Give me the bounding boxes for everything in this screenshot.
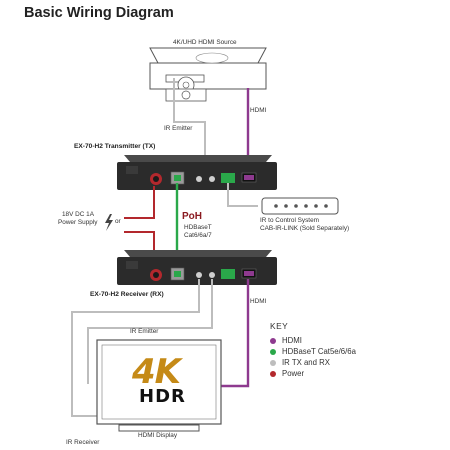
display-label: HDMI Display <box>138 432 178 439</box>
hdmi-key-dot <box>270 337 276 344</box>
key-title: KEY <box>270 321 289 331</box>
ir-emitter-label-top: IR Emitter <box>164 125 193 132</box>
diagram-title: Basic Wiring Diagram <box>24 5 174 21</box>
transmitter-device <box>117 155 277 190</box>
hdmi-label-bottom: HDMI <box>250 298 267 305</box>
key-item-label: Power <box>282 369 305 378</box>
ir-receiver-cable <box>71 279 200 417</box>
ir-emitter-cable-top <box>173 78 206 172</box>
key-item-label: IR TX and RX <box>282 358 330 367</box>
receiver-device <box>117 250 277 285</box>
power-cable-tx <box>124 186 155 219</box>
ir-receiver-label: IR Receiver <box>66 439 100 446</box>
key-item-hdbaset: HDBaseT Cat5e/6/6a <box>270 347 356 356</box>
ir-control-label-2: CAB-IR-LINK (Sold Separately) <box>260 225 350 232</box>
hdbaset-key-dot <box>270 348 276 355</box>
ir-control-label-1: IR to Control System <box>260 217 319 224</box>
power-supply-label-2: Power Supply <box>58 219 98 226</box>
hdbaset-label-2: Cat6/6a/7 <box>184 232 212 239</box>
hdmi-label-top: HDMI <box>250 107 267 114</box>
ir-emitter-label-bottom: IR Emitter <box>130 328 159 335</box>
power-supply-label-1: 18V DC 1A <box>62 211 94 218</box>
lightning-icon <box>105 214 113 231</box>
power-key-dot <box>270 370 276 377</box>
hdbaset-label-1: HDBaseT <box>184 224 212 231</box>
key-item-power: Power <box>270 369 304 378</box>
ir-key-dot <box>270 359 276 366</box>
source-label: 4K/UHD HDMI Source <box>173 39 237 46</box>
cab-ir-link-device <box>261 197 339 215</box>
key-item-ir: IR TX and RX <box>270 358 330 367</box>
transmitter-label: EX-70-H2 Transmitter (TX) <box>74 143 156 150</box>
key-item-label: HDMI <box>282 336 302 345</box>
key-item-hdmi: HDMI <box>270 336 302 345</box>
ir-emitter-cable-bottom <box>87 279 213 384</box>
poh-label: PoH <box>182 211 202 222</box>
screen-hdr-text: HDR <box>139 386 186 407</box>
key-item-label: HDBaseT Cat5e/6/6a <box>282 347 356 356</box>
hdmi-source-device <box>149 47 267 102</box>
screen-4k-text: 4K <box>132 352 181 392</box>
or-label: or <box>115 218 121 225</box>
hdmi-cable-bottom <box>216 279 250 388</box>
power-cable-rx <box>124 231 155 258</box>
ir-control-cable <box>227 183 258 207</box>
hdmi-display <box>96 339 222 432</box>
receiver-label: EX-70-H2 Receiver (RX) <box>90 291 164 298</box>
